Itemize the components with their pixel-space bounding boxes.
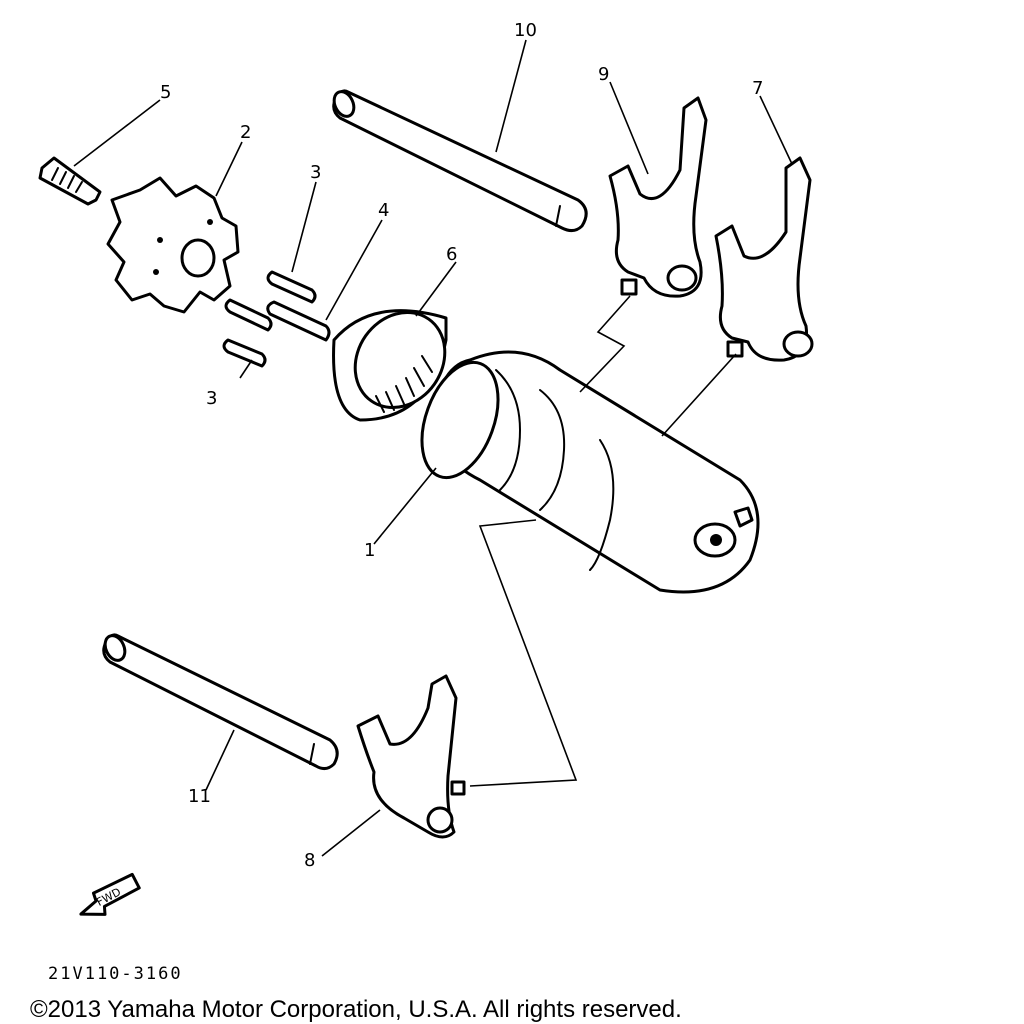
callout-11: 11: [188, 786, 211, 807]
fwd-arrow-icon: FWD: [79, 872, 141, 916]
leader-lines: [73, 39, 793, 857]
callout-5: 5: [160, 82, 171, 103]
callout-9: 9: [598, 64, 609, 85]
dowel-pin-3-upper[interactable]: [266, 270, 317, 304]
shift-fork-9[interactable]: [608, 96, 708, 298]
screw-5[interactable]: [38, 156, 102, 206]
guide-bar-11[interactable]: [101, 632, 339, 771]
dowel-pin-3-lower[interactable]: [222, 338, 267, 368]
callout-8: 8: [304, 850, 315, 871]
copyright-notice: ©2013 Yamaha Motor Corporation, U.S.A. A…: [30, 996, 682, 1023]
pin-4[interactable]: [266, 300, 331, 342]
guide-bar-10[interactable]: [330, 88, 588, 233]
bearing-6[interactable]: [332, 295, 464, 425]
callout-1: 1: [364, 540, 375, 561]
callout-10: 10: [514, 20, 537, 41]
callout-3-upper: 3: [310, 162, 321, 183]
callout-6: 6: [446, 244, 457, 265]
callout-7: 7: [752, 78, 763, 99]
callout-4: 4: [378, 200, 389, 221]
shift-fork-7[interactable]: [714, 156, 814, 362]
dowel-pin-3-middle[interactable]: [224, 298, 273, 332]
shift-cam-1[interactable]: [408, 350, 760, 594]
shift-fork-8[interactable]: [356, 674, 466, 839]
segment-plate-2[interactable]: [106, 176, 240, 314]
diagram-code: 21V110-3160: [48, 964, 183, 984]
callout-2: 2: [240, 122, 251, 143]
callout-3-lower: 3: [206, 388, 217, 409]
